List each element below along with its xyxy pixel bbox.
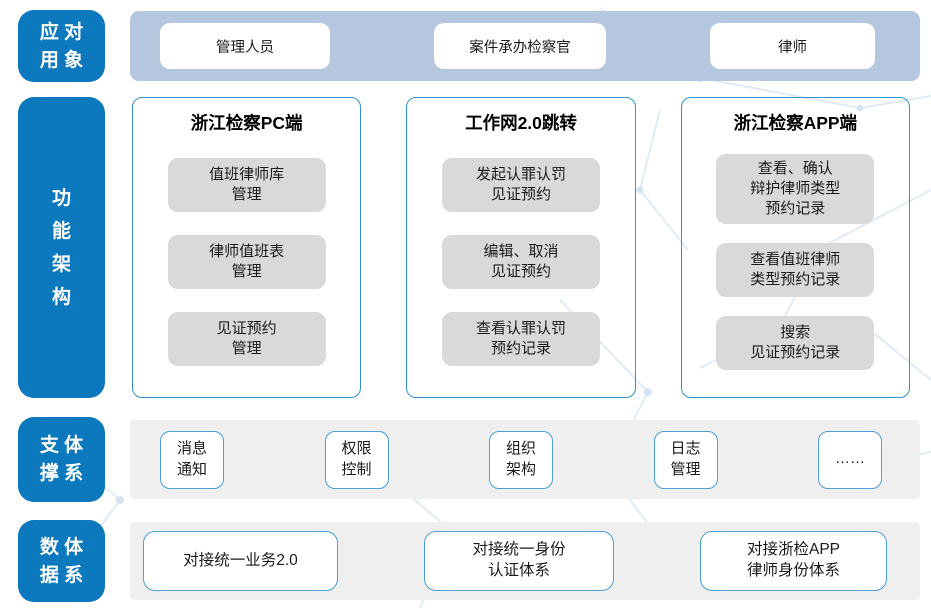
data-item-app-lawyer-identity: 对接浙检APP 律师身份体系 — [700, 531, 887, 591]
feature-box: 查看、确认 辩护律师类型 预约记录 — [716, 154, 875, 224]
panel-items: 值班律师库 管理 律师值班表 管理 见证预约 管理 — [133, 135, 360, 389]
feature-box: 值班律师库 管理 — [167, 158, 326, 212]
audience-band: 管理人员 案件承办检察官 律师 — [130, 11, 920, 81]
data-item-unified-identity: 对接统一身份 认证体系 — [424, 531, 614, 591]
feature-box: 律师值班表 管理 — [167, 235, 326, 289]
support-item-org-structure: 组织 架构 — [489, 430, 553, 489]
support-item-message-notify: 消息 通知 — [160, 430, 224, 489]
row-label-audience: 应 对 用 象 — [18, 10, 105, 82]
feature-box: 见证预约 管理 — [167, 312, 326, 366]
support-row: 支 体 撑 系 消息 通知 权限 控制 组织 架构 日志 管理 …… — [18, 417, 920, 502]
row-label-line: 架 — [51, 253, 71, 275]
row-label-line: 用 象 — [39, 49, 84, 71]
support-item-ellipsis: …… — [818, 430, 882, 489]
row-label-line: 能 — [51, 220, 71, 242]
feature-box: 查看值班律师 类型预约记录 — [716, 242, 875, 297]
panel-title: 工作网2.0跳转 — [465, 113, 577, 133]
row-label-line: 支 体 — [39, 435, 84, 456]
feature-box: 查看认罪认罚 预约记录 — [441, 312, 600, 366]
row-label-support: 支 体 撑 系 — [18, 417, 105, 502]
panel-pc-client: 浙江检察PC端 值班律师库 管理 律师值班表 管理 见证预约 管理 — [132, 97, 362, 398]
audience-item-case-prosecutor: 案件承办检察官 — [434, 23, 606, 69]
audience-item-lawyer: 律师 — [710, 23, 875, 69]
function-panels: 浙江检察PC端 值班律师库 管理 律师值班表 管理 见证预约 管理 工作网2.0… — [132, 97, 910, 398]
support-item-log-management: 日志 管理 — [653, 430, 718, 489]
row-label-line: 构 — [51, 286, 71, 308]
panel-app-client: 浙江检察APP端 查看、确认 辩护律师类型 预约记录 查看值班律师 类型预约记录… — [680, 97, 910, 398]
feature-box: 发起认罪认罚 见证预约 — [441, 158, 600, 212]
functions-row: 功 能 架 构 浙江检察PC端 值班律师库 管理 律师值班表 管理 见证预约 管… — [18, 97, 920, 398]
row-label-functions: 功 能 架 构 — [18, 97, 105, 398]
panel-title: 浙江检察PC端 — [190, 113, 303, 133]
data-row: 数 体 据 系 对接统一业务2.0 对接统一身份 认证体系 对接浙检APP 律师… — [18, 520, 920, 602]
panel-worknet-jump: 工作网2.0跳转 发起认罪认罚 见证预约 编辑、取消 见证预约 查看认罪认罚 预… — [406, 97, 636, 398]
row-label-line: 据 系 — [39, 564, 84, 586]
panel-items: 查看、确认 辩护律师类型 预约记录 查看值班律师 类型预约记录 搜索 见证预约记… — [682, 135, 909, 389]
support-item-permission-control: 权限 控制 — [324, 430, 389, 489]
audience-row: 应 对 用 象 管理人员 案件承办检察官 律师 — [18, 10, 920, 82]
audience-item-managers: 管理人员 — [160, 23, 330, 69]
panel-title: 浙江检察APP端 — [733, 113, 858, 133]
data-item-unified-business: 对接统一业务2.0 — [143, 531, 338, 591]
panel-items: 发起认罪认罚 见证预约 编辑、取消 见证预约 查看认罪认罚 预约记录 — [407, 135, 634, 389]
data-band: 对接统一业务2.0 对接统一身份 认证体系 对接浙检APP 律师身份体系 — [130, 522, 920, 600]
audience-item-label: 管理人员 — [216, 39, 274, 56]
audience-item-label: 律师 — [778, 39, 807, 56]
row-label-data: 数 体 据 系 — [18, 520, 105, 602]
row-label-line: 功 — [51, 187, 71, 209]
feature-box: 搜索 见证预约记录 — [716, 315, 875, 370]
row-label-line: 撑 系 — [39, 463, 84, 484]
row-label-line: 数 体 — [39, 536, 84, 558]
audience-item-label: 案件承办检察官 — [469, 39, 571, 56]
support-band: 消息 通知 权限 控制 组织 架构 日志 管理 …… — [130, 420, 920, 499]
feature-box: 编辑、取消 见证预约 — [441, 235, 600, 289]
row-label-line: 应 对 — [39, 21, 84, 43]
